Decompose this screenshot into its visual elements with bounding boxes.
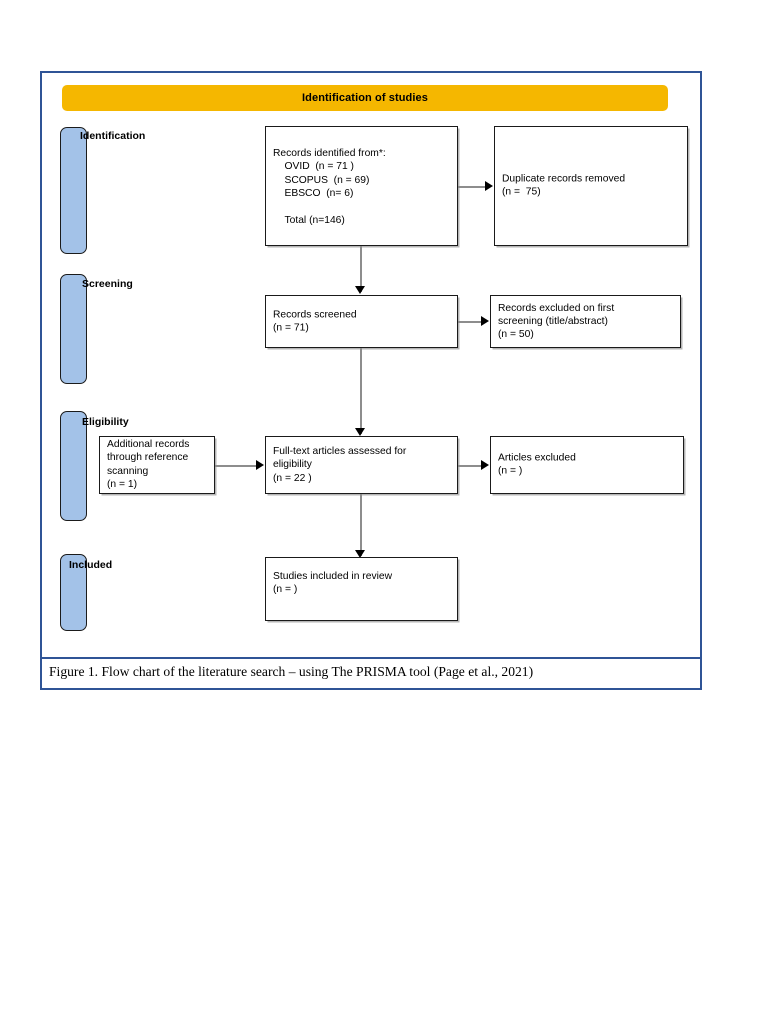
- box-records-screened-text: Records screened (n = 71): [273, 309, 357, 334]
- arrowhead-screened-to-excluded: [481, 315, 489, 326]
- arrowhead-additional-to-fulltext: [256, 459, 264, 470]
- stage-bar-eligibility: [60, 411, 87, 521]
- box-additional-records-text: Additional records through reference sca…: [107, 439, 190, 491]
- stage-label-included: Included: [69, 559, 113, 571]
- stage-bar-identification: [60, 127, 87, 254]
- caption-divider: [42, 657, 700, 659]
- figure-caption: Figure 1. Flow chart of the literature s…: [49, 664, 534, 679]
- box-additional-records: Additional records through reference sca…: [99, 436, 215, 494]
- stage-bar-included: [60, 554, 87, 631]
- connector-identified-to-duplicates: [458, 186, 486, 188]
- prisma-flow-diagram: Identification of studies Identification…: [42, 73, 700, 679]
- connector-fulltext-to-included: [360, 494, 362, 556]
- box-records-excluded: Records excluded on first screening (tit…: [490, 295, 681, 348]
- box-duplicates-removed-text: Duplicate records removed (n = 75): [502, 173, 626, 198]
- connector-screened-to-fulltext: [360, 348, 362, 434]
- box-fulltext-assessed-text: Full-text articles assessed for eligibil…: [273, 445, 407, 484]
- box-records-identified: Records identified from*: OVID (n = 71 )…: [265, 126, 458, 246]
- arrowhead-fulltext-to-articles-excluded: [481, 459, 489, 470]
- box-studies-included-text: Studies included in review (n = ): [273, 571, 393, 596]
- connector-additional-to-fulltext: [215, 465, 257, 467]
- box-records-excluded-text: Records excluded on first screening (tit…: [498, 302, 615, 341]
- connector-identified-to-screened: [360, 246, 362, 292]
- box-records-screened: Records screened (n = 71): [265, 295, 458, 348]
- stage-label-screening: Screening: [82, 278, 133, 290]
- box-records-identified-text: Records identified from*: OVID (n = 71 )…: [273, 148, 386, 227]
- arrowhead-identified-to-duplicates: [485, 180, 493, 191]
- stage-label-eligibility: Eligibility: [82, 416, 129, 428]
- diagram-header-banner: Identification of studies: [62, 85, 668, 111]
- connector-screened-to-excluded: [458, 321, 482, 323]
- stage-bar-screening: [60, 274, 87, 384]
- arrowhead-identified-to-screened: [355, 286, 366, 294]
- diagram-header-title: Identification of studies: [302, 92, 428, 104]
- box-studies-included: Studies included in review (n = ): [265, 557, 458, 621]
- arrowhead-screened-to-fulltext: [355, 428, 366, 436]
- box-articles-excluded-text: Articles excluded (n = ): [498, 452, 576, 477]
- document-frame: Identification of studies Identification…: [40, 71, 702, 690]
- stage-label-identification: Identification: [80, 130, 146, 142]
- box-duplicates-removed: Duplicate records removed (n = 75): [494, 126, 688, 246]
- connector-fulltext-to-articles-excluded: [458, 465, 482, 467]
- arrowhead-fulltext-to-included: [355, 550, 366, 558]
- box-articles-excluded: Articles excluded (n = ): [490, 436, 684, 494]
- box-fulltext-assessed: Full-text articles assessed for eligibil…: [265, 436, 458, 494]
